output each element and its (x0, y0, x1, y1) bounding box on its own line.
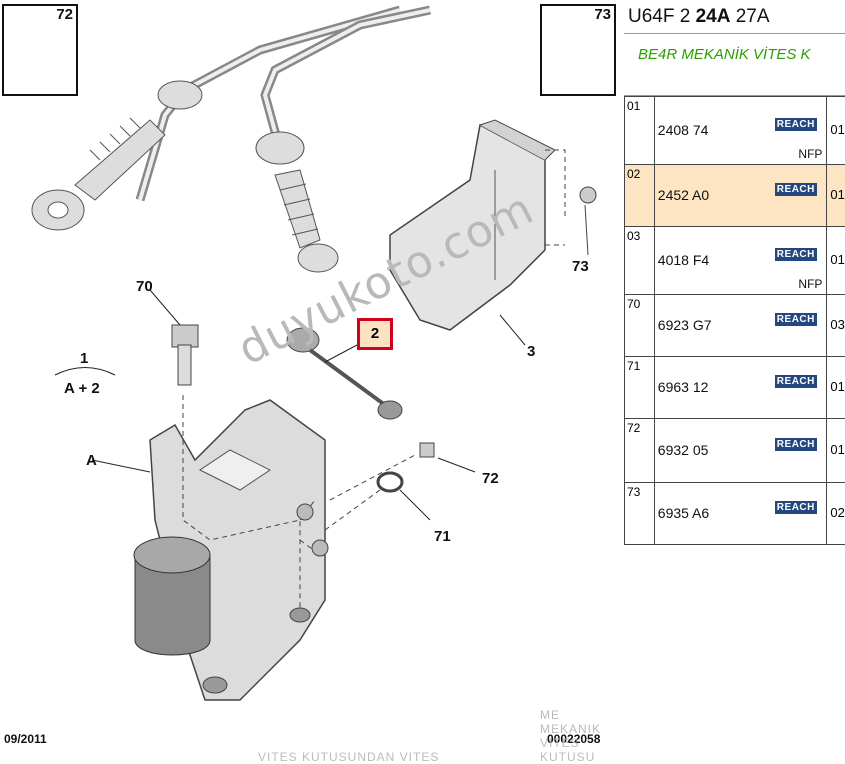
inset-nut-73: 73 (540, 4, 616, 96)
part-reference[interactable]: 2452 A0 (658, 187, 709, 203)
callout-72[interactable]: 72 (482, 470, 499, 487)
footer-date: 09/2011 (4, 732, 47, 746)
position-number: 03 (627, 229, 640, 243)
parts-row[interactable]: 72 6932 05 REACH 01 (625, 419, 845, 483)
quantity-cell: 01 (827, 419, 845, 483)
parts-diagram: 72 73 70 73 72 71 3 A 1 A + 2 2 duyukoto… (0, 0, 625, 760)
model-code-a: U64F 2 (628, 6, 696, 27)
callout-70[interactable]: 70 (136, 278, 153, 295)
reach-badge: REACH (775, 118, 817, 131)
reach-badge: REACH (775, 438, 817, 451)
quantity: 01 (830, 252, 844, 267)
position-number: 02 (627, 167, 640, 181)
section-subtitle: BE4R MEKANİK VİTES K (624, 34, 845, 96)
ghost-text-left: VITES KUTUSUNDAN VITES (258, 750, 439, 764)
part-reference[interactable]: 2408 74 (658, 122, 709, 138)
inset-number: 73 (594, 6, 611, 23)
quantity-cell: 01 (827, 357, 845, 419)
quantity-cell: 03 (827, 295, 845, 357)
reference-cell: 2452 A0 REACH (654, 165, 827, 227)
parts-row[interactable]: 03 4018 F4 REACH NFP 01 (625, 227, 845, 295)
nfp-label: NFP (798, 277, 822, 291)
position-number: 73 (627, 485, 640, 499)
reach-badge: REACH (775, 501, 817, 514)
quantity: 01 (830, 122, 844, 137)
callout-73[interactable]: 73 (572, 258, 589, 275)
reference-cell: 6935 A6 REACH (654, 483, 827, 545)
callout-2-highlighted[interactable]: 2 (357, 318, 393, 350)
reference-cell: 6923 G7 REACH (654, 295, 827, 357)
reference-cell: 6932 05 REACH (654, 419, 827, 483)
position-cell: 73 (625, 483, 655, 545)
quantity-cell: 02 (827, 483, 845, 545)
quantity: 01 (830, 379, 844, 394)
parts-table: 01 2408 74 REACH NFP 01 02 2452 A0 REACH 01 03 401… (624, 96, 845, 545)
reach-badge: REACH (775, 375, 817, 388)
position-number: 01 (627, 99, 640, 113)
quantity-cell: 01 (827, 165, 845, 227)
callout-3[interactable]: 3 (527, 343, 535, 360)
position-cell: 71 (625, 357, 655, 419)
position-cell: 01 (625, 97, 655, 165)
quantity: 02 (830, 505, 844, 520)
part-reference[interactable]: 6963 12 (658, 379, 709, 395)
parts-row[interactable]: 71 6963 12 REACH 01 (625, 357, 845, 419)
quantity: 01 (830, 187, 844, 202)
quantity-cell: 01 (827, 97, 845, 165)
reference-cell: 6963 12 REACH (654, 357, 827, 419)
part-reference[interactable]: 6935 A6 (658, 505, 709, 521)
ghost-text-right: ME MEKANIK VITES KUTUSU (540, 708, 624, 764)
model-header: U64F 2 24A 27A (624, 0, 845, 34)
inset-nut-72: 72 (2, 4, 78, 96)
position-number: 71 (627, 359, 640, 373)
position-cell: 03 (625, 227, 655, 295)
reference-cell: 2408 74 REACH NFP (654, 97, 827, 165)
position-cell: 70 (625, 295, 655, 357)
parts-row[interactable]: 02 2452 A0 REACH 01 (625, 165, 845, 227)
callout-A: A (86, 452, 97, 469)
reach-badge: REACH (775, 183, 817, 196)
callout-71[interactable]: 71 (434, 528, 451, 545)
parts-row[interactable]: 73 6935 A6 REACH 02 (625, 483, 845, 545)
reach-badge: REACH (775, 248, 817, 261)
callout-1: 1 (80, 350, 88, 367)
model-code-b: 24A (696, 6, 731, 27)
position-cell: 02 (625, 165, 655, 227)
model-code-c: 27A (730, 6, 769, 27)
reach-badge: REACH (775, 313, 817, 326)
quantity: 01 (830, 442, 844, 457)
part-reference[interactable]: 6923 G7 (658, 317, 712, 333)
position-number: 72 (627, 421, 640, 435)
parts-row[interactable]: 01 2408 74 REACH NFP 01 (625, 97, 845, 165)
position-cell: 72 (625, 419, 655, 483)
quantity: 03 (830, 317, 844, 332)
position-number: 70 (627, 297, 640, 311)
part-reference[interactable]: 4018 F4 (658, 252, 709, 268)
quantity-cell: 01 (827, 227, 845, 295)
reference-cell: 4018 F4 REACH NFP (654, 227, 827, 295)
parts-row[interactable]: 70 6923 G7 REACH 03 (625, 295, 845, 357)
nfp-label: NFP (798, 147, 822, 161)
inset-number: 72 (56, 6, 73, 23)
callout-A-plus-2: A + 2 (64, 380, 100, 397)
part-reference[interactable]: 6932 05 (658, 442, 709, 458)
